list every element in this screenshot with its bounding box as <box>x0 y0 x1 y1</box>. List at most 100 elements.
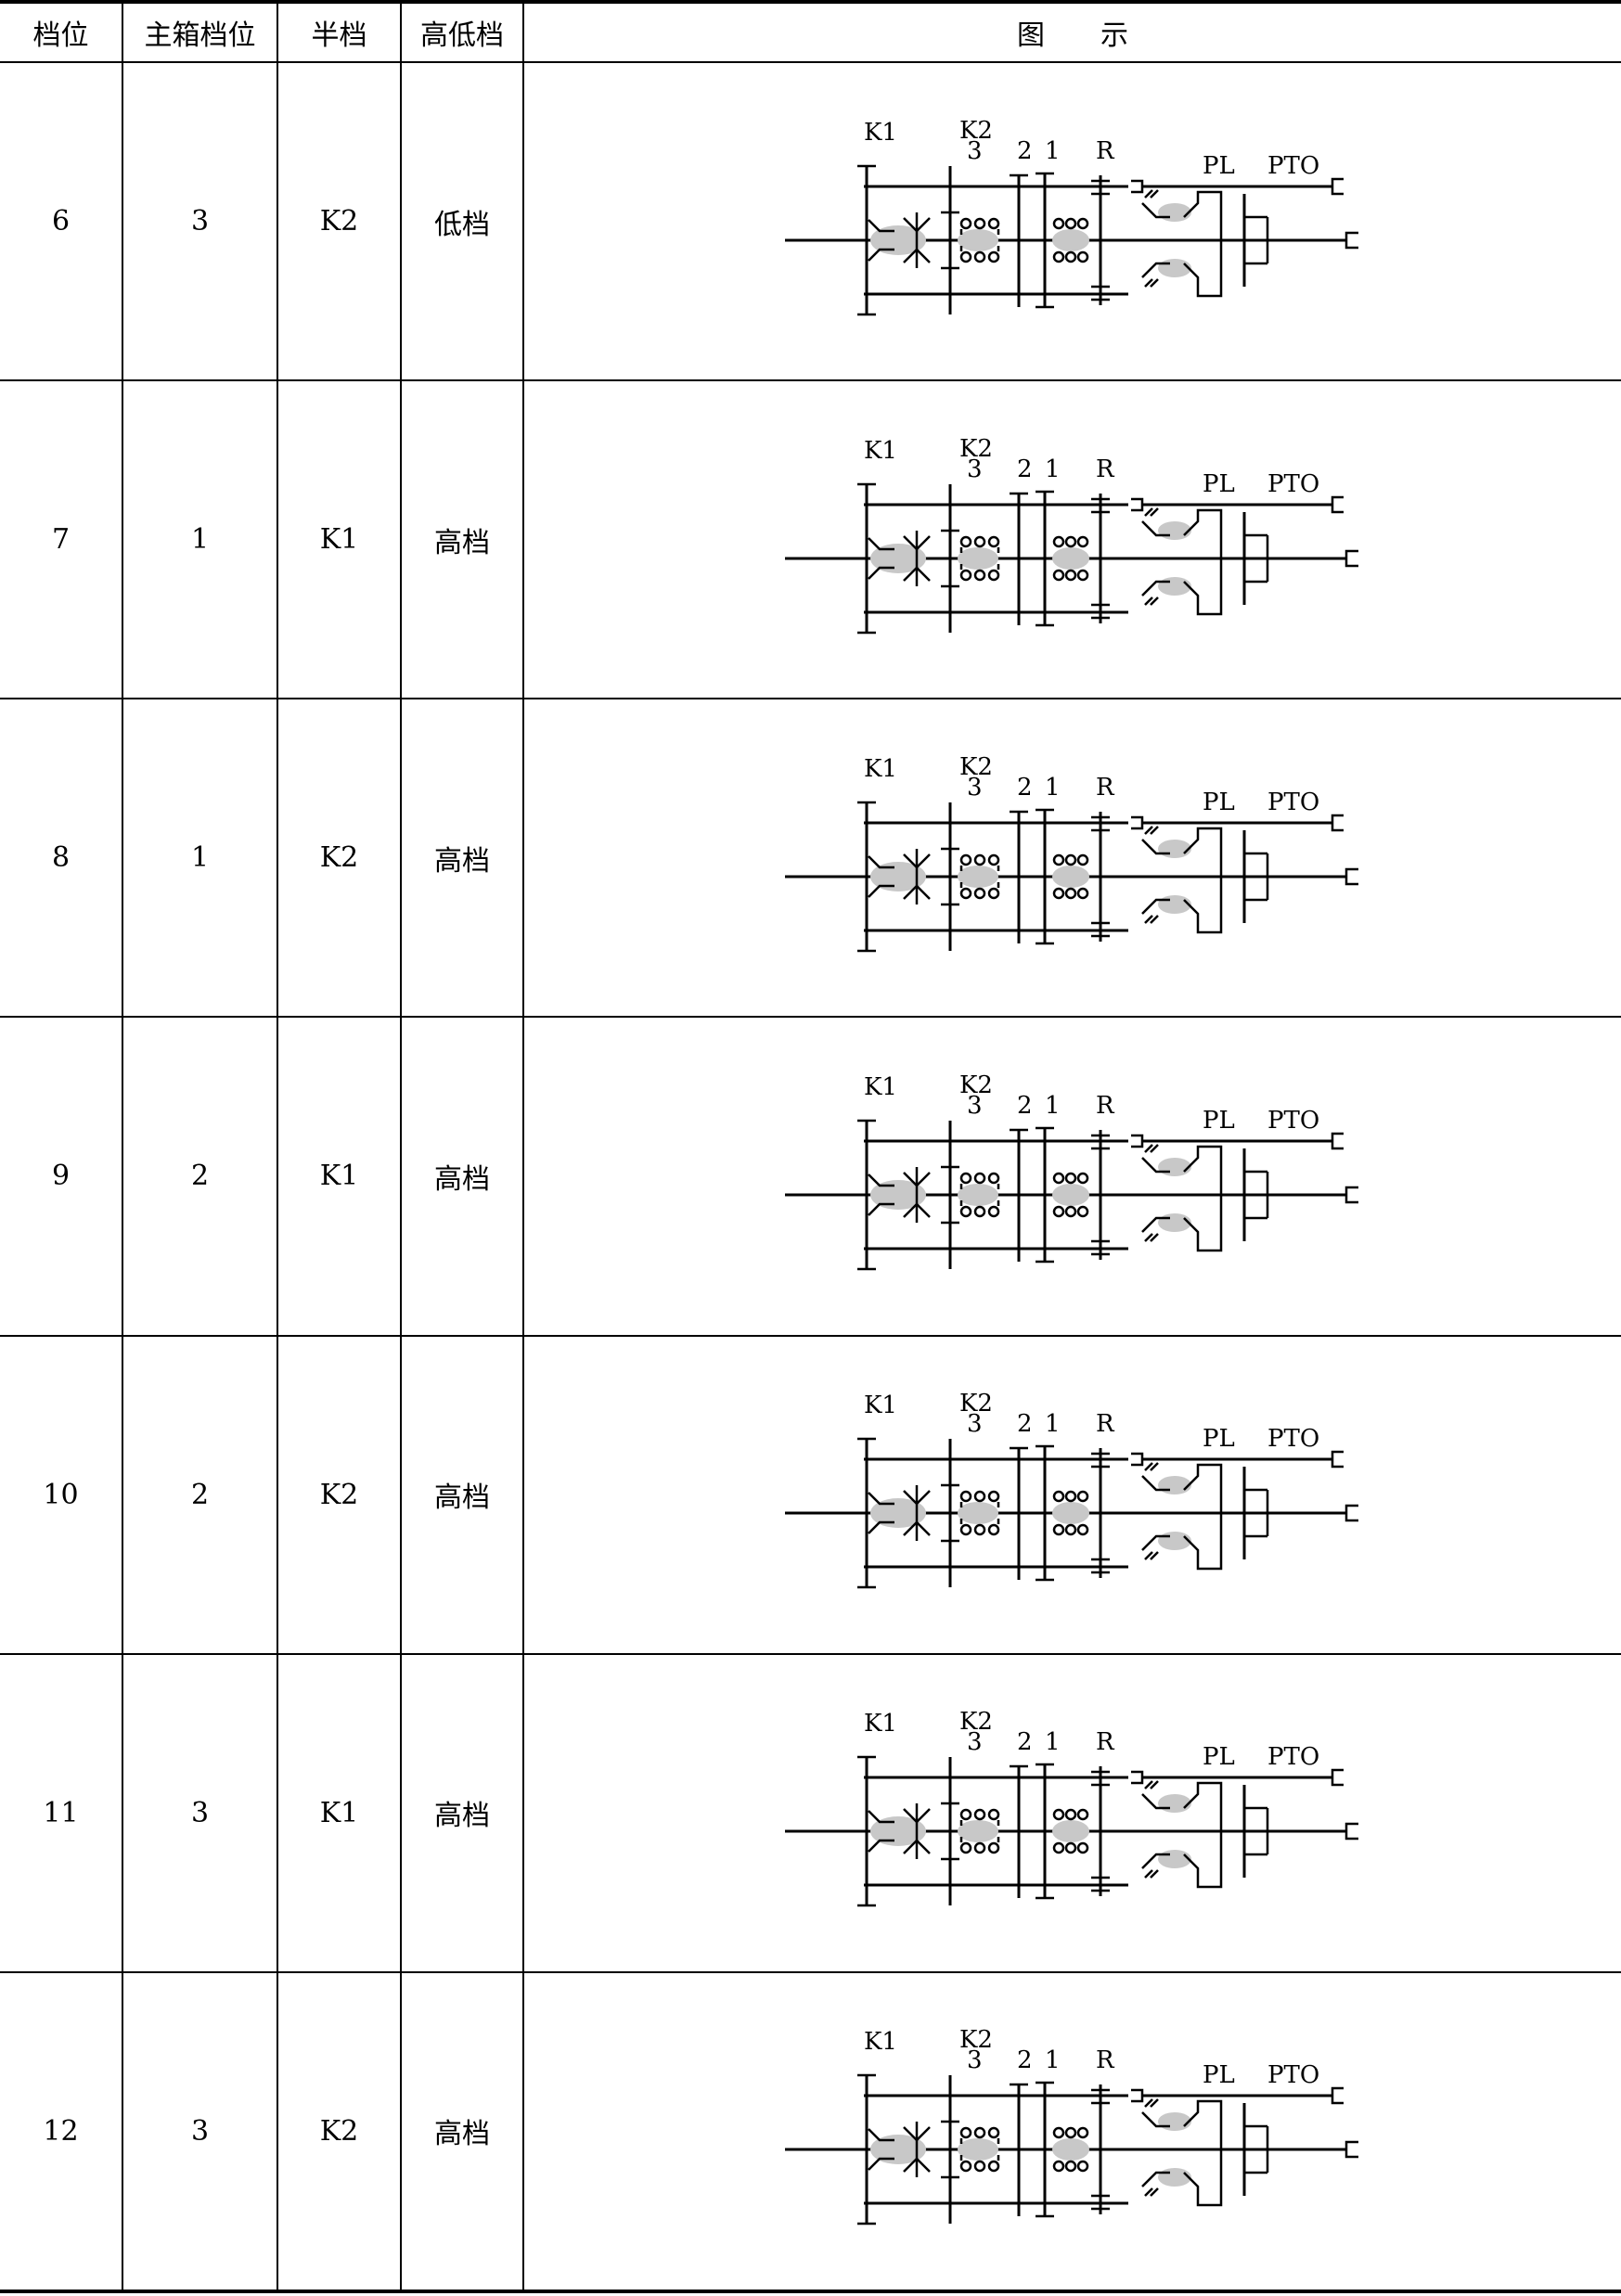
range-cell: 高档 <box>400 698 524 1019</box>
diagram-cell: K1 K2 3 2 1 R PL PTO <box>522 698 1621 1019</box>
label-gear-1: 1 <box>1045 137 1061 165</box>
range-cell: 高档 <box>400 1334 524 1655</box>
label-gear-3: 3 <box>967 1410 983 1438</box>
header-row: 档位 主箱档位 半档 高低档 图 示 <box>0 1 1621 63</box>
label-gear-3: 3 <box>967 455 983 483</box>
transmission-diagram: K1 K2 3 2 1 R PL PTO <box>785 117 1358 315</box>
main-box-gear-cell: 3 <box>122 1652 278 1973</box>
label-reverse: R <box>1096 137 1115 165</box>
label-k1: K1 <box>864 1073 897 1101</box>
label-pto: PTO <box>1267 152 1319 180</box>
range-cell: 高档 <box>400 379 524 700</box>
label-reverse: R <box>1096 1410 1115 1438</box>
transmission-diagram: K1 K2 3 2 1 R PL PTO <box>785 1708 1358 1907</box>
label-gear-3: 3 <box>967 137 983 165</box>
range-cell: 高档 <box>400 1652 524 1973</box>
range-cell: 高档 <box>400 1016 524 1337</box>
label-k2: K2 <box>959 435 993 463</box>
label-k1: K1 <box>864 2028 897 2056</box>
label-gear-3: 3 <box>967 1728 983 1756</box>
label-pl: PL <box>1203 2061 1235 2089</box>
label-gear-1: 1 <box>1045 1728 1061 1756</box>
label-pto: PTO <box>1267 1743 1319 1771</box>
transmission-diagram: K1 K2 3 2 1 R PL PTO <box>785 435 1358 634</box>
diagram-cell: K1 K2 3 2 1 R PL PTO <box>522 1970 1621 2293</box>
half-gear-cell: K2 <box>277 1334 402 1655</box>
label-k1: K1 <box>864 1392 897 1419</box>
gear-cell: 11 <box>0 1652 123 1973</box>
half-gear-cell: K1 <box>277 1652 402 1973</box>
header-diagram: 图 示 <box>522 1 1621 63</box>
label-reverse: R <box>1096 774 1115 802</box>
half-gear-cell: K2 <box>277 698 402 1019</box>
main-box-gear-cell: 2 <box>122 1016 278 1337</box>
label-k2: K2 <box>959 117 993 145</box>
gear-cell: 10 <box>0 1334 123 1655</box>
label-pl: PL <box>1203 789 1235 816</box>
transmission-diagram: K1 K2 3 2 1 R PL PTO <box>785 1390 1358 1589</box>
gear-cell: 6 <box>0 60 123 382</box>
label-pl: PL <box>1203 470 1235 498</box>
label-gear-3: 3 <box>967 774 983 802</box>
label-pl: PL <box>1203 152 1235 180</box>
gear-cell: 7 <box>0 379 123 700</box>
label-gear-2: 2 <box>1017 1092 1033 1120</box>
range-cell: 高档 <box>400 1970 524 2293</box>
half-gear-cell: K2 <box>277 1970 402 2293</box>
main-box-gear-cell: 3 <box>122 60 278 382</box>
label-gear-3: 3 <box>967 1092 983 1120</box>
label-pl: PL <box>1203 1743 1235 1771</box>
transmission-diagram: K1 K2 3 2 1 R PL PTO <box>785 1071 1358 1271</box>
diagram-cell: K1 K2 3 2 1 R PL PTO <box>522 379 1621 700</box>
half-gear-cell: K1 <box>277 1016 402 1337</box>
label-k2: K2 <box>959 2026 993 2054</box>
label-reverse: R <box>1096 1092 1115 1120</box>
label-k2: K2 <box>959 1390 993 1417</box>
label-pto: PTO <box>1267 470 1319 498</box>
label-k1: K1 <box>864 755 897 783</box>
label-gear-2: 2 <box>1017 1410 1033 1438</box>
label-gear-1: 1 <box>1045 2046 1061 2074</box>
label-k2: K2 <box>959 753 993 781</box>
gear-cell: 9 <box>0 1016 123 1337</box>
label-gear-1: 1 <box>1045 1410 1061 1438</box>
label-k2: K2 <box>959 1708 993 1736</box>
label-pto: PTO <box>1267 1107 1319 1135</box>
label-k1: K1 <box>864 437 897 465</box>
label-reverse: R <box>1096 455 1115 483</box>
main-box-gear-cell: 2 <box>122 1334 278 1655</box>
transmission-diagram: K1 K2 3 2 1 R PL PTO <box>785 2026 1358 2225</box>
label-gear-2: 2 <box>1017 455 1033 483</box>
label-k2: K2 <box>959 1071 993 1099</box>
header-main-box-gear: 主箱档位 <box>122 1 278 63</box>
label-gear-1: 1 <box>1045 774 1061 802</box>
diagram-cell: K1 K2 3 2 1 R PL PTO <box>522 60 1621 382</box>
label-gear-1: 1 <box>1045 1092 1061 1120</box>
main-box-gear-cell: 1 <box>122 379 278 700</box>
half-gear-cell: K1 <box>277 379 402 700</box>
diagram-cell: K1 K2 3 2 1 R PL PTO <box>522 1016 1621 1337</box>
label-pto: PTO <box>1267 789 1319 816</box>
label-k1: K1 <box>864 119 897 147</box>
label-reverse: R <box>1096 1728 1115 1756</box>
gear-cell: 8 <box>0 698 123 1019</box>
label-gear-2: 2 <box>1017 2046 1033 2074</box>
label-pto: PTO <box>1267 1425 1319 1453</box>
main-box-gear-cell: 1 <box>122 698 278 1019</box>
label-pl: PL <box>1203 1107 1235 1135</box>
label-gear-2: 2 <box>1017 1728 1033 1756</box>
diagram-cell: K1 K2 3 2 1 R PL PTO <box>522 1652 1621 1973</box>
diagram-cell: K1 K2 3 2 1 R PL PTO <box>522 1334 1621 1655</box>
label-gear-2: 2 <box>1017 774 1033 802</box>
label-k1: K1 <box>864 1710 897 1738</box>
label-pl: PL <box>1203 1425 1235 1453</box>
range-cell: 低档 <box>400 60 524 382</box>
